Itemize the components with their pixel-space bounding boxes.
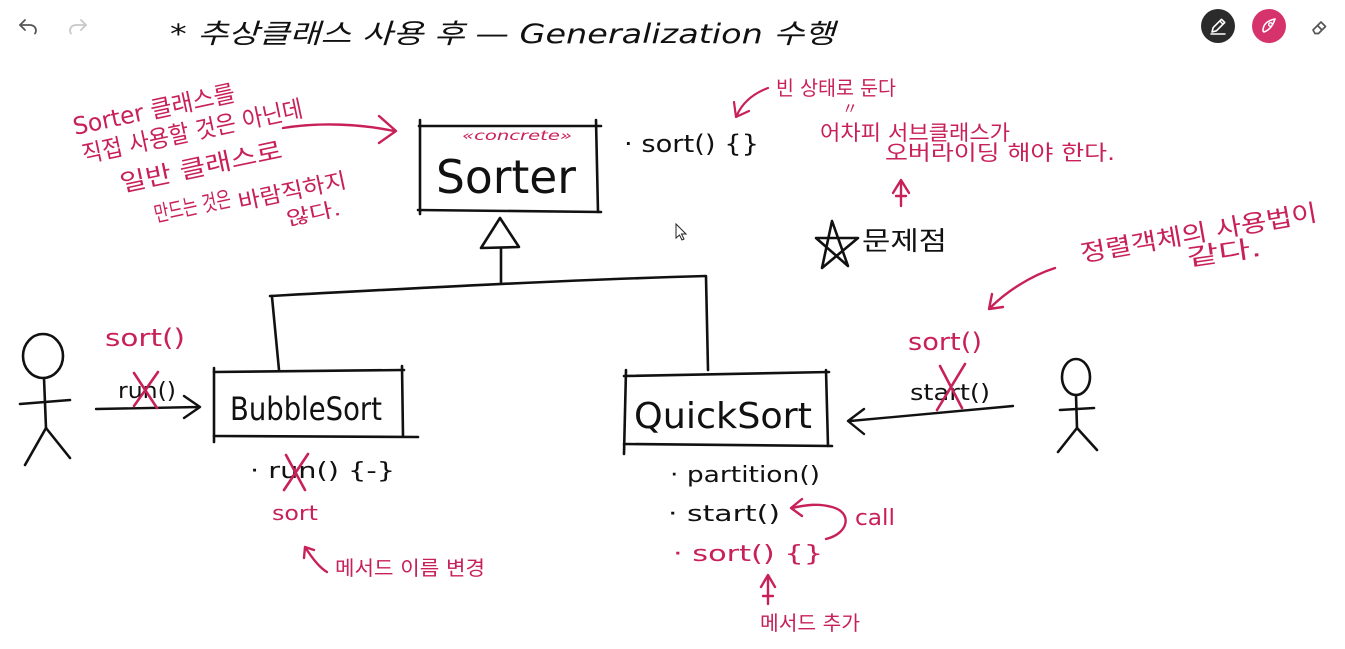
page-title: * 추상클래스 사용 후 — Generalization 수행 (170, 19, 839, 50)
left-user-figure (18, 332, 72, 467)
note-top-right-arrow (732, 86, 770, 119)
right-user-figure (1056, 357, 1099, 454)
note-sorter-arrow (281, 114, 398, 145)
note-top-right-1: 빈 상태로 둔다 (776, 76, 896, 100)
note-sorter-line-4: 만드는 것은 (152, 187, 233, 228)
quick-method-partition: · partition() (670, 463, 820, 488)
problem-arrow (891, 178, 911, 208)
redo-button[interactable] (60, 8, 96, 44)
quicksort-class-box (622, 368, 834, 456)
left-call-arrow (94, 394, 202, 420)
call-label: call (855, 506, 895, 531)
rename-arrow (302, 545, 329, 574)
redo-icon (69, 19, 87, 35)
quicksort-class-name: QuickSort (634, 396, 812, 437)
sorter-class-box (416, 118, 603, 216)
undo-button[interactable] (10, 8, 46, 44)
problem-label: 문제점 (862, 227, 947, 257)
note-top-right-2: 어차피 서브클래스가 (820, 121, 1010, 145)
eraser-icon (1312, 21, 1327, 35)
highlighter-icon (1252, 9, 1286, 43)
bubblesort-class-box (212, 364, 420, 444)
bubble-method-new: sort (272, 501, 318, 525)
undo-icon (19, 19, 37, 35)
quick-add-note: 메서드 추가 (760, 611, 860, 635)
sorter-method: · sort() {} (624, 130, 759, 158)
pen-tool-button[interactable] (1200, 8, 1236, 44)
mouse-cursor (675, 222, 688, 241)
call-arrow (789, 497, 847, 541)
sorter-class-name: Sorter (436, 150, 576, 204)
bubble-rename-note: 메서드 이름 변경 (335, 556, 485, 580)
bubble-call-new: sort() (105, 324, 185, 352)
quick-call-new: sort() (908, 328, 982, 356)
right-call-arrow (846, 404, 1015, 436)
highlighter-tool-button[interactable] (1251, 8, 1287, 44)
star-icon (814, 219, 860, 270)
add-method-arrow (759, 573, 777, 606)
eraser-tool-button[interactable] (1301, 8, 1337, 44)
quick-method-start: · start() (668, 502, 780, 527)
sorter-stereotype: «concrete» (462, 129, 572, 144)
quick-call-strike (935, 362, 967, 412)
pen-icon (1201, 9, 1235, 43)
bubblesort-class-name: BubbleSort (230, 390, 382, 428)
quick-method-sort: · sort() {} (673, 542, 823, 567)
note-top-right-equiv: 〃 (842, 99, 858, 118)
bubble-call-strike (132, 370, 160, 410)
note-consistency-arrow (987, 266, 1057, 311)
generalization-arrow (268, 216, 710, 372)
bubble-method-strike (282, 452, 310, 492)
note-top-right-3: 오버라이딩 해야 한다. (885, 141, 1115, 165)
bubble-method-old: · run() {-} (250, 459, 395, 484)
